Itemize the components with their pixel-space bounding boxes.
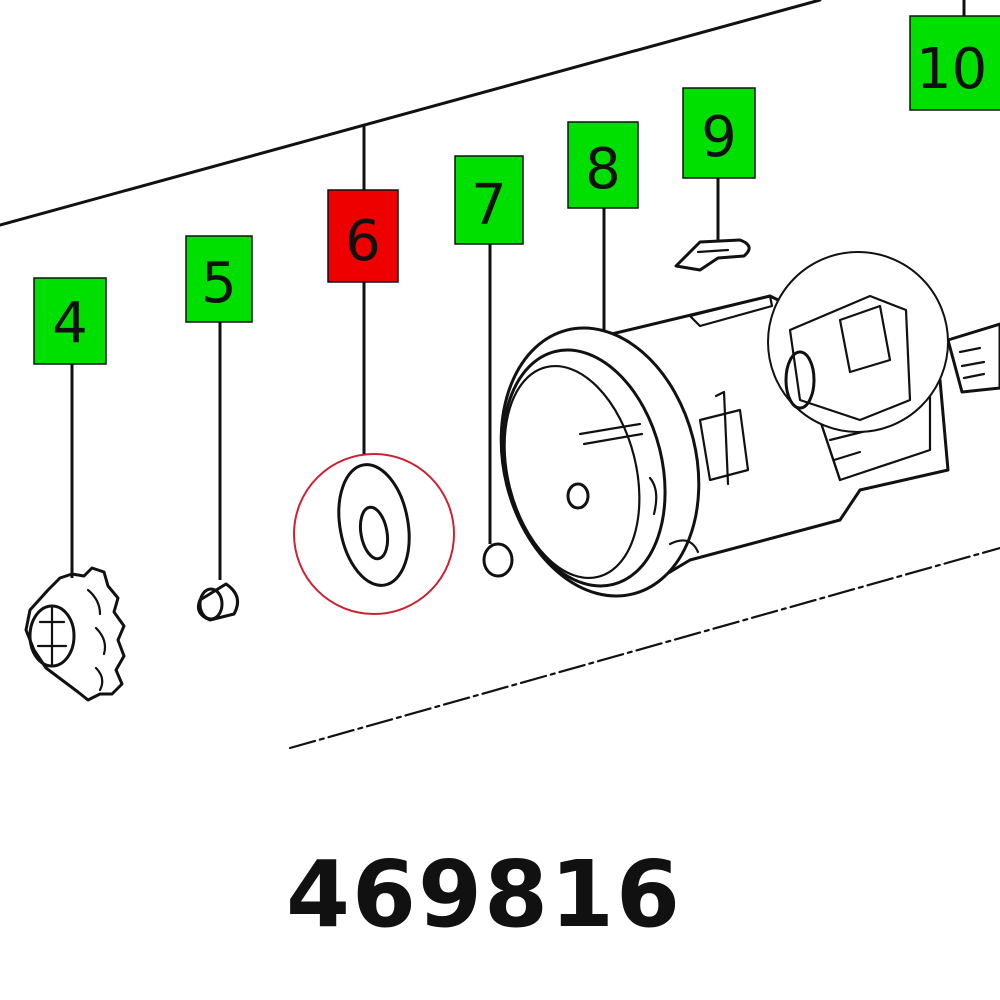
housing-outline bbox=[0, 0, 1000, 750]
callout-10[interactable]: 10 bbox=[909, 15, 1000, 111]
callout-8[interactable]: 8 bbox=[567, 121, 639, 209]
callout-label: 8 bbox=[585, 137, 621, 202]
part-knob bbox=[24, 566, 126, 702]
callout-9[interactable]: 9 bbox=[682, 87, 756, 179]
callout-label: 5 bbox=[201, 251, 237, 316]
leader-lines bbox=[70, 0, 966, 580]
detail-magnifier bbox=[767, 251, 949, 433]
highlight-ring bbox=[293, 453, 455, 615]
callout-label: 9 bbox=[701, 105, 737, 170]
callout-6[interactable]: 6 bbox=[327, 189, 399, 283]
callout-5[interactable]: 5 bbox=[185, 235, 253, 323]
part-ball bbox=[482, 542, 514, 578]
callout-label: 4 bbox=[52, 291, 88, 356]
part-sleeve bbox=[196, 582, 240, 622]
part-number: 469816 bbox=[286, 841, 682, 948]
callout-label: 7 bbox=[471, 173, 507, 238]
callout-4[interactable]: 4 bbox=[33, 277, 107, 365]
callout-7[interactable]: 7 bbox=[454, 155, 524, 245]
callout-label: 10 bbox=[916, 37, 987, 102]
part-washer bbox=[293, 453, 455, 615]
part-clip bbox=[674, 238, 751, 272]
callout-label: 6 bbox=[345, 209, 381, 274]
